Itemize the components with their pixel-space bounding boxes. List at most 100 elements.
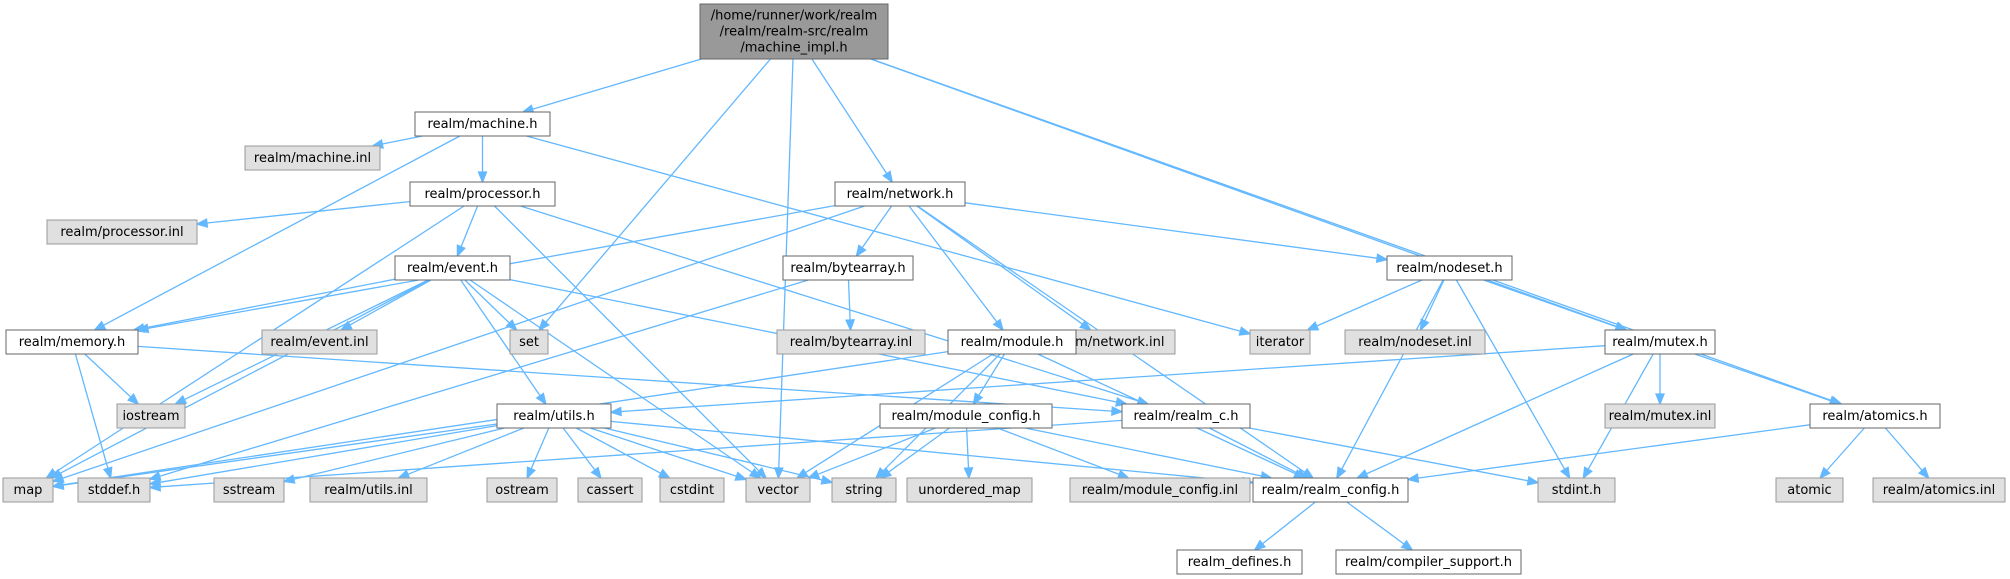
edge-line bbox=[526, 135, 1241, 332]
edge-arrowhead bbox=[535, 392, 547, 406]
edge-arrowhead bbox=[963, 467, 974, 480]
edge-utils_h-to-map bbox=[51, 423, 498, 490]
node-label: realm_defines.h bbox=[1188, 555, 1292, 570]
edge-line bbox=[997, 427, 1120, 476]
edge-mutex_h-to-mutex_inl bbox=[1655, 354, 1665, 406]
node-realm-config-h[interactable]: realm/realm_config.h bbox=[1252, 477, 1409, 503]
node-box bbox=[831, 477, 897, 503]
node-box bbox=[1604, 329, 1716, 355]
edge-arrowhead bbox=[526, 466, 536, 480]
node-processor-inl: realm/processor.inl bbox=[46, 219, 198, 245]
edge-bytearray_h-to-bytearray_inl bbox=[845, 279, 856, 332]
node-label: set bbox=[519, 335, 539, 350]
node-label: atomic bbox=[1787, 483, 1831, 498]
edge-module_config_h-to-string bbox=[879, 427, 950, 480]
edge-line bbox=[1341, 279, 1444, 470]
node-event-inl: realm/event.inl bbox=[261, 329, 378, 355]
node-box bbox=[834, 181, 966, 207]
node-compiler-support-h[interactable]: realm/compiler_support.h bbox=[1335, 549, 1522, 575]
node-processor-h[interactable]: realm/processor.h bbox=[409, 181, 556, 207]
node-box bbox=[2, 477, 54, 503]
edge-line bbox=[407, 427, 525, 475]
edge-arrowhead bbox=[992, 318, 1004, 332]
node-box bbox=[213, 477, 285, 503]
node-stddef-h: stddef.h bbox=[77, 477, 151, 503]
node-module-config-h[interactable]: realm/module_config.h bbox=[879, 403, 1053, 429]
node-box bbox=[1809, 403, 1941, 429]
node-label: cstdint bbox=[670, 483, 714, 498]
node-nodeset-inl: realm/nodeset.inl bbox=[1344, 329, 1486, 355]
node-label: /home/runner/work/realm bbox=[711, 9, 878, 24]
node-realm-c-h[interactable]: realm/realm_c.h bbox=[1121, 403, 1251, 429]
edge-processor_h-to-event_h bbox=[456, 205, 479, 258]
edge-line bbox=[620, 345, 1606, 413]
edge-arrowhead bbox=[1336, 466, 1347, 480]
node-label: realm/machine.inl bbox=[254, 151, 371, 166]
node-vector: vector bbox=[745, 477, 811, 503]
edge-realm_c_h-to-stddef_h bbox=[148, 419, 1123, 492]
node-utils-h[interactable]: realm/utils.h bbox=[496, 403, 612, 429]
node-network-h[interactable]: realm/network.h bbox=[834, 181, 966, 207]
edge-memory_h-to-iostream bbox=[84, 353, 140, 406]
node-label: realm/mutex.inl bbox=[1609, 409, 1712, 424]
edge-line bbox=[206, 200, 411, 224]
edge-machine_h-to-processor_h bbox=[477, 136, 488, 184]
edge-nodeset_h-to-realm_config_h bbox=[1336, 279, 1444, 480]
edge-line bbox=[159, 279, 809, 477]
edge-arrowhead bbox=[748, 467, 762, 479]
node-label: realm/realm_c.h bbox=[1134, 409, 1239, 424]
node-bytearray-h[interactable]: realm/bytearray.h bbox=[782, 255, 914, 281]
edge-line bbox=[888, 427, 950, 473]
edge-arrowhead bbox=[1079, 319, 1093, 332]
node-label: realm/nodeset.inl bbox=[1358, 335, 1472, 350]
edge-line bbox=[143, 278, 396, 329]
edge-realm_config_h-to-realm_defines_h bbox=[1253, 501, 1316, 552]
node-machine-h[interactable]: realm/machine.h bbox=[414, 111, 551, 137]
edge-arrowhead bbox=[1655, 393, 1665, 406]
edge-arrowhead bbox=[972, 392, 984, 406]
edge-arrowhead bbox=[195, 218, 209, 228]
edge-line bbox=[1249, 427, 1529, 482]
node-box bbox=[1249, 329, 1311, 355]
edge-line bbox=[916, 205, 1083, 325]
node-cstdint: cstdint bbox=[659, 477, 725, 503]
node-set: set bbox=[509, 329, 549, 355]
edge-line bbox=[159, 419, 1123, 488]
edge-nodeset_h-to-stdint_h bbox=[1455, 279, 1571, 480]
node-label: stdint.h bbox=[1552, 483, 1601, 498]
edge-line bbox=[1424, 279, 1445, 322]
node-label: ostream bbox=[495, 483, 549, 498]
node-box bbox=[1872, 477, 2006, 503]
node-memory-h[interactable]: realm/memory.h bbox=[5, 329, 139, 355]
node-stdint-h: stdint.h bbox=[1537, 477, 1616, 503]
edge-arrowhead bbox=[1116, 469, 1131, 479]
node-box bbox=[699, 3, 889, 60]
edge-arrowhead bbox=[173, 394, 188, 405]
edge-line bbox=[532, 58, 702, 110]
node-string: string bbox=[831, 477, 897, 503]
node-mutex-h[interactable]: realm/mutex.h bbox=[1604, 329, 1716, 355]
node-cassert: cassert bbox=[577, 477, 643, 503]
node-realm-defines-h[interactable]: realm_defines.h bbox=[1176, 549, 1303, 575]
edge-network_h-to-bytearray_h bbox=[855, 205, 893, 258]
node-sstream: sstream bbox=[213, 477, 285, 503]
edge-memory_h-to-realm_c_h bbox=[137, 345, 1124, 417]
edge-arrowhead bbox=[879, 467, 893, 480]
node-atomics-h[interactable]: realm/atomics.h bbox=[1809, 403, 1941, 429]
node-module-h[interactable]: realm/module.h bbox=[947, 329, 1077, 355]
node-event-h[interactable]: realm/event.h bbox=[394, 255, 511, 281]
node-label: vector bbox=[757, 483, 799, 498]
node-box bbox=[879, 403, 1053, 429]
edge-line bbox=[847, 279, 851, 321]
edge-mutex_h-to-utils_h bbox=[609, 345, 1606, 417]
edge-utils_h-to-string bbox=[604, 427, 834, 485]
edge-processor_h-to-vector bbox=[494, 205, 768, 480]
node-label: map bbox=[14, 483, 43, 498]
node-box bbox=[244, 145, 381, 171]
edge-arrowhead bbox=[1419, 318, 1430, 332]
edge-realm_config_h-to-compiler_support_h bbox=[1346, 501, 1414, 552]
node-nodeset-h[interactable]: realm/nodeset.h bbox=[1386, 255, 1513, 281]
node-label: realm/module_config.inl bbox=[1082, 483, 1238, 498]
edge-arrowhead bbox=[1238, 326, 1252, 336]
edge-arrowhead bbox=[396, 469, 411, 479]
